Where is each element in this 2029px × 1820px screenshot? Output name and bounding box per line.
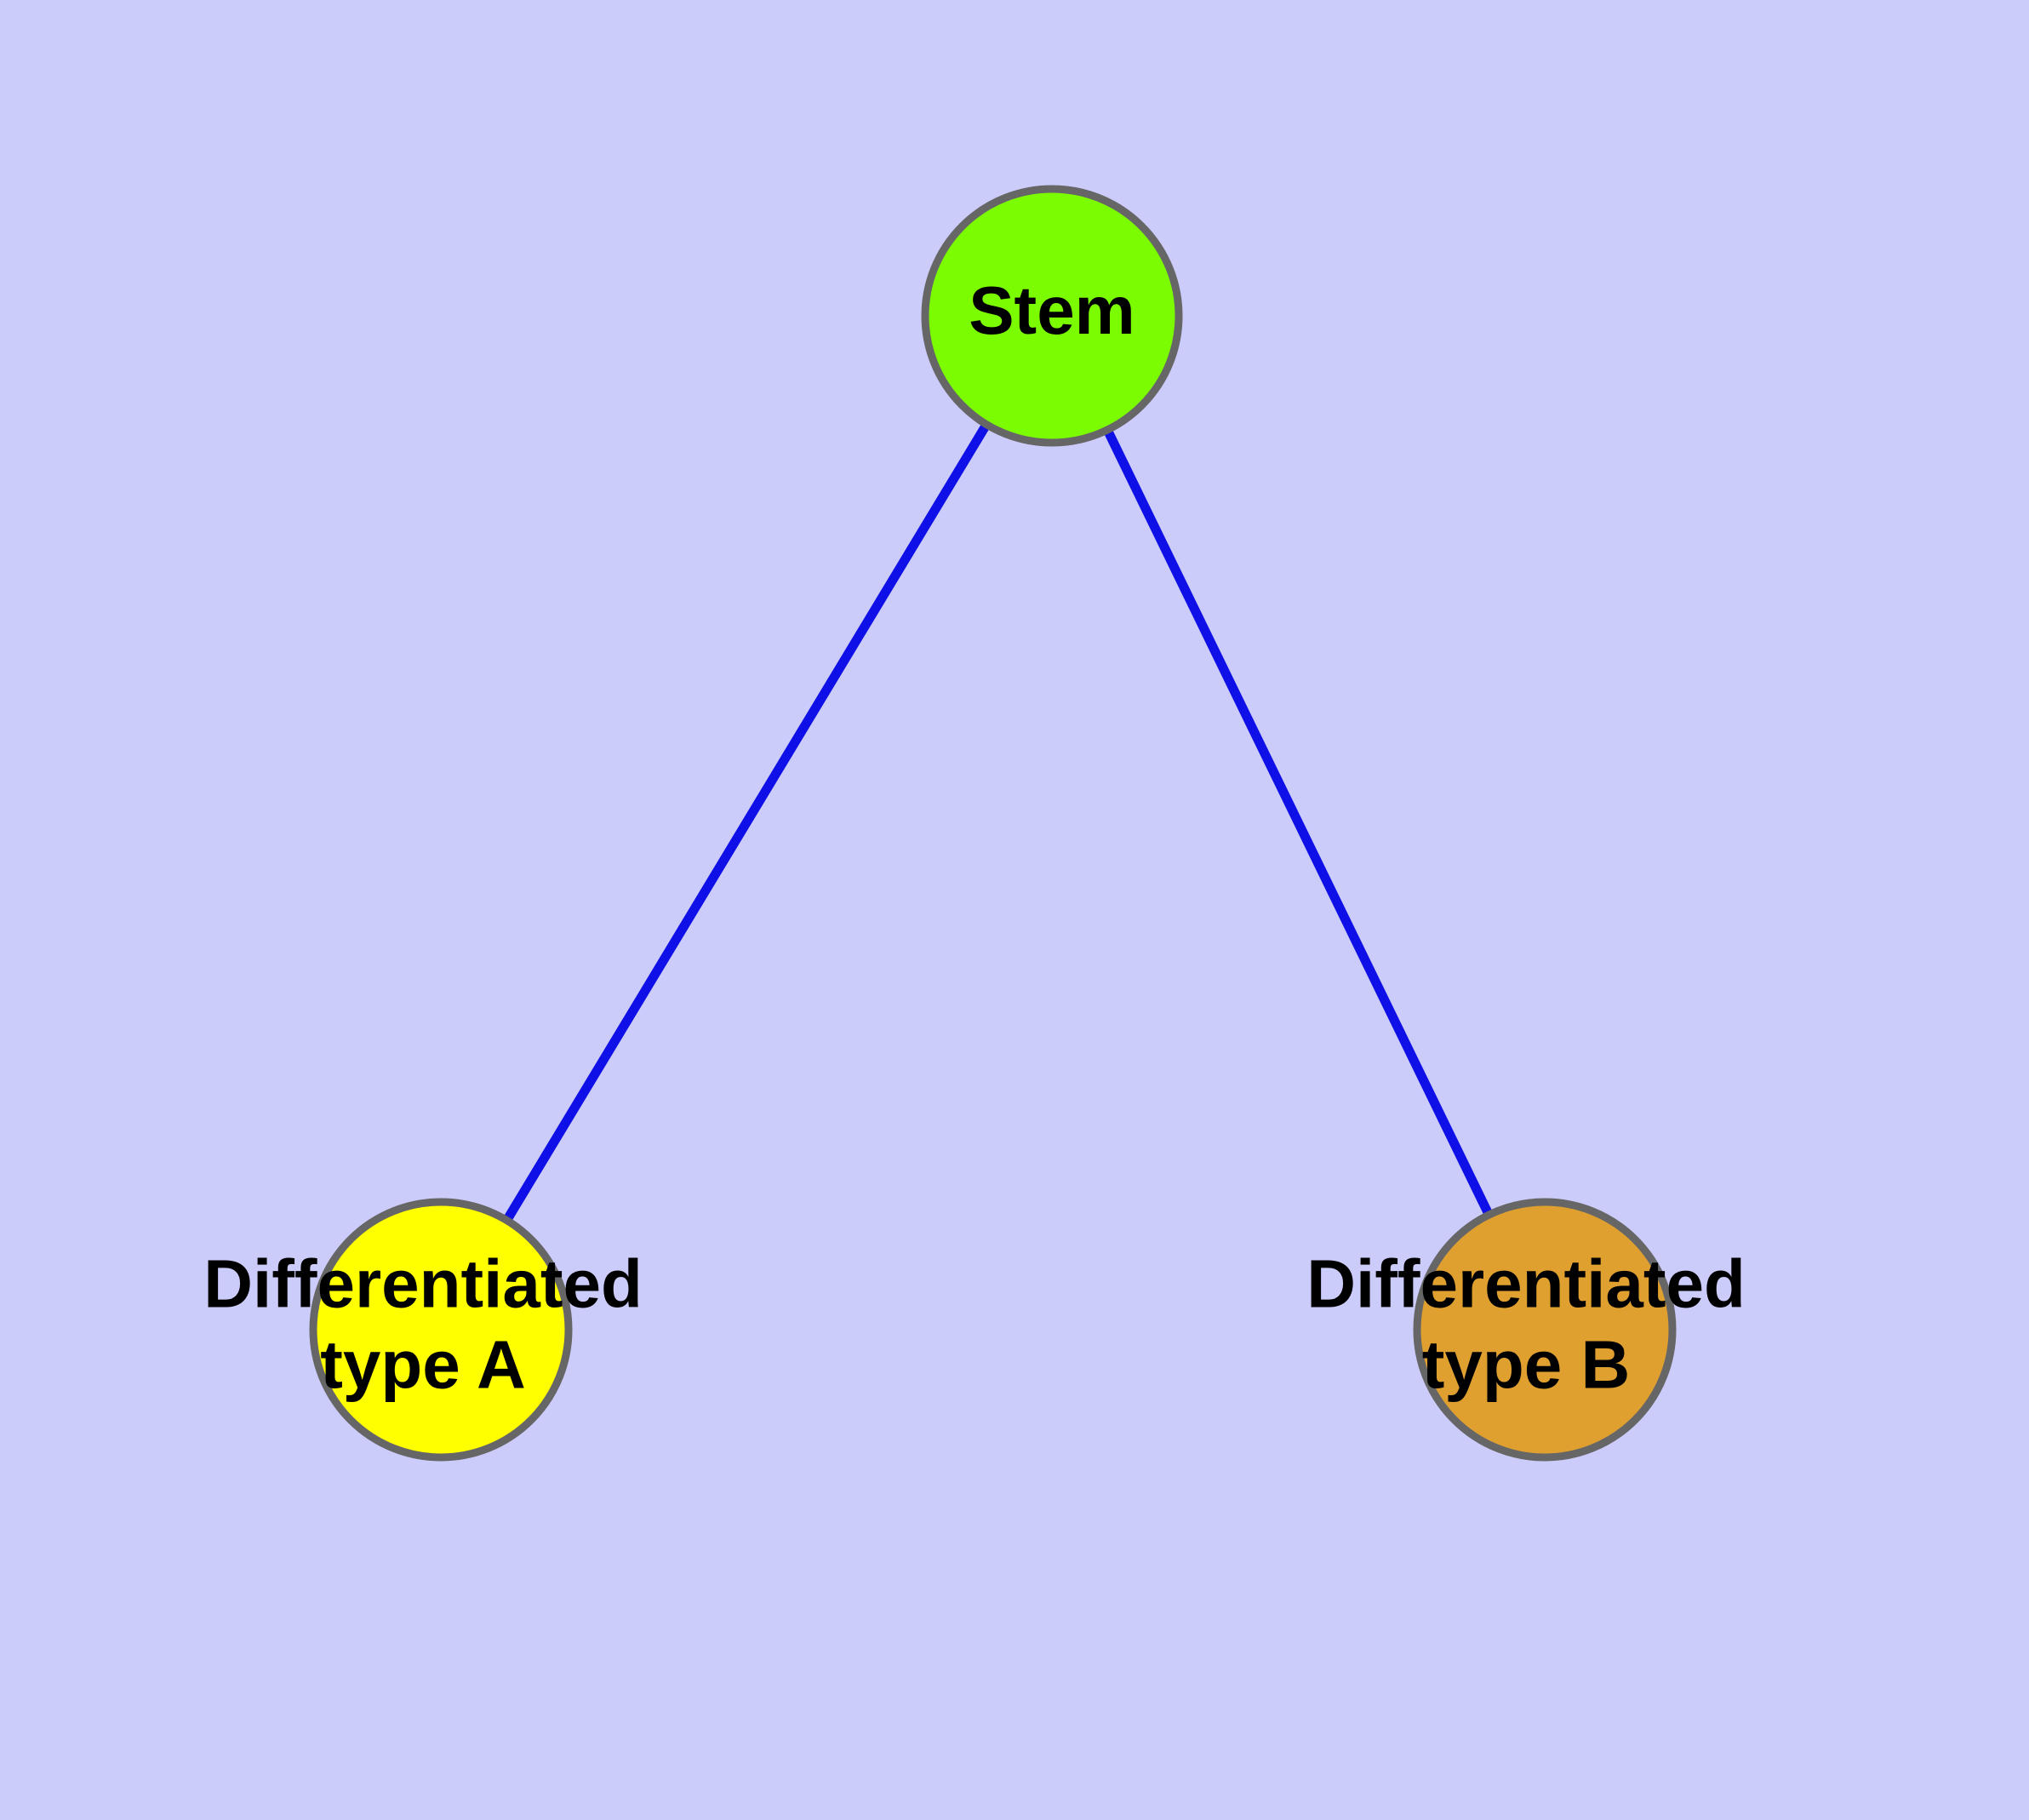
node-label-stem: Stem	[969, 272, 1135, 348]
node-label-line: Stem	[969, 272, 1135, 348]
graph-edge-stem-diff_a	[500, 418, 993, 1227]
node-label-line: type A	[320, 1327, 526, 1403]
edge-layer	[500, 418, 1495, 1227]
node-circle-diff_b[interactable]	[1413, 1198, 1677, 1462]
node-circle-stem[interactable]	[921, 185, 1183, 447]
node-label-line: Differentiated	[1306, 1246, 1746, 1322]
node-circle-diff_a[interactable]	[309, 1198, 573, 1462]
node-label-line: type B	[1422, 1327, 1631, 1403]
graph-node-stem[interactable]: Stem	[921, 185, 1183, 447]
node-label-line: Differentiated	[203, 1246, 643, 1322]
graph-edge-stem-diff_b	[1101, 424, 1495, 1221]
